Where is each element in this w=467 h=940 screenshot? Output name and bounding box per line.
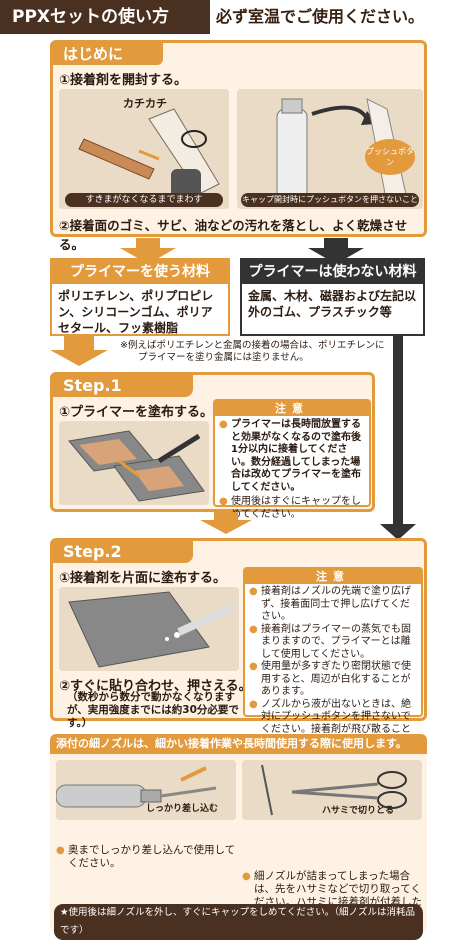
nozzle-insert-drawing xyxy=(56,760,236,820)
nozzle-section: 添付の細ノズルは、細かい接着作業や長時間使用する際に使用します。 しっかり差し込… xyxy=(50,734,427,940)
step2-note-3: 使用量が多すぎたり密閉状態で使用すると、周辺が白化することがあります。 xyxy=(249,661,417,699)
caption-right: キャップ開封時にプッシュボタンを押さないこと xyxy=(241,193,419,207)
scissors-label: ハサミで切りとる xyxy=(322,806,395,816)
materials-footnote: ※例えばポリエチレンと金属の接着の場合は、ポリエチレンに プライマーを塗り金属に… xyxy=(120,340,390,364)
adhesive-illustration xyxy=(59,587,239,671)
primer-illustration xyxy=(59,421,209,505)
intro-step2: ②接着面のゴミ、サビ、油などの汚れを落とし、よく乾燥させる。 xyxy=(59,218,408,252)
arrow-to-step1 xyxy=(50,336,108,366)
no-primer-materials-body: 金属、木材、磁器および左記以外のゴム、プラスチック等 xyxy=(248,289,417,319)
insert-label: しっかり差し込む xyxy=(146,804,219,814)
footnote-line2: プライマーを塗り金属には塗りません。 xyxy=(138,352,309,363)
arrow-to-step2 xyxy=(200,512,252,534)
step1-note-1: プライマーは長時間放置すると効果がなくなるので塗布後1分以内に接着してください。… xyxy=(219,419,365,494)
skip-step1-arrow xyxy=(393,336,403,526)
no-primer-materials-box: プライマーは使わない材料 金属、木材、磁器および左記以外のゴム、プラスチック等 xyxy=(240,258,425,336)
kachikachi-label: カチカチ xyxy=(123,97,167,110)
intro-step1: ①接着剤を開封する。 xyxy=(59,73,188,88)
nozzle-left-note: 奥までしっかり差し込んで使用してください。 xyxy=(56,844,236,870)
intro-title: はじめに xyxy=(53,43,163,65)
page-subtitle: 必ず室温でご使用ください。 xyxy=(216,7,425,26)
open-cap-illustration: カチカチ xyxy=(59,89,229,209)
push-button-badge: プッシュボタン xyxy=(365,139,415,175)
step1-section: Step.1 ①プライマーを塗布する。 注意 プライマーは長時間放置すると効果が… xyxy=(50,372,375,520)
push-button-illustration: プッシュボタン xyxy=(237,89,423,209)
primer-materials-title: プライマーを使う材料 xyxy=(52,260,228,284)
primer-materials-body: ポリエチレン、ポリプロピレン、シリコーンゴム、ポリアセタール、フッ素樹脂 xyxy=(58,289,214,335)
step2-section: Step.2 ①接着剤を片面に塗布する。 ②すぐに貼り合わせ、押さえる。 （数秒… xyxy=(50,538,427,747)
nozzle-title: 添付の細ノズルは、細かい接着作業や長時間使用する際に使用します。 xyxy=(50,734,427,754)
push-button-label: プッシュボタン xyxy=(366,147,414,167)
nozzle-insert-illustration: しっかり差し込む xyxy=(56,760,236,820)
scissors-drawing xyxy=(242,760,422,820)
step2-instruction2: ②すぐに貼り合わせ、押さえる。 xyxy=(59,679,252,694)
skip-step1-arrowhead xyxy=(380,524,416,540)
step2-note-title: 注意 xyxy=(245,569,421,584)
step1-note-title: 注意 xyxy=(215,401,369,416)
no-primer-materials-title: プライマーは使わない材料 xyxy=(242,260,423,284)
footnote-line1: ※例えばポリエチレンと金属の接着の場合は、ポリエチレンに xyxy=(120,340,385,351)
step2-note-box: 注意 接着剤はノズルの先端で塗り広げず、接着面同士で押し広げてください。 接着剤… xyxy=(243,567,423,747)
page-title: PPXセットの使い方 xyxy=(0,0,210,34)
step1-title: Step.1 xyxy=(53,375,193,397)
primer-apply-illustration xyxy=(59,421,209,505)
step1-note-box: 注意 プライマーは長時間放置すると効果がなくなるので塗布後1分以内に接着してくだ… xyxy=(213,399,371,520)
step1-instruction: ①プライマーを塗布する。 xyxy=(59,405,214,420)
header: PPXセットの使い方 必ず室温でご使用ください。 xyxy=(0,0,467,34)
caption-left: すきまがなくなるまでまわす xyxy=(65,193,223,207)
step1-note-2: 使用後はすぐにキャップをしめてください。 xyxy=(219,496,365,521)
step2-note-1: 接着剤はノズルの先端で塗り広げず、接着面同士で押し広げてください。 xyxy=(249,586,417,624)
step2-instruction2-sub: （数秒から数分で動かなくなりますが、実用強度までには約30分必要です。） xyxy=(67,691,239,729)
intro-section: はじめに ①接着剤を開封する。 カチカチ すきまがなくなるまでまわす プッシュボ… xyxy=(50,40,427,252)
step2-instruction1: ①接着剤を片面に塗布する。 xyxy=(59,571,227,586)
primer-materials-box: プライマーを使う材料 ポリエチレン、ポリプロピレン、シリコーンゴム、ポリアセター… xyxy=(50,258,230,336)
nozzle-footer: ★使用後は細ノズルを外し、すぐにキャップをしめてください。（細ノズルは消耗品です… xyxy=(54,904,423,940)
step2-title: Step.2 xyxy=(53,541,193,563)
apply-adhesive-illustration xyxy=(59,587,239,671)
step2-note-2: 接着剤はプライマーの蒸気でも固まりますので、プライマーとは離して使用してください… xyxy=(249,624,417,662)
twist-cap-illustration xyxy=(59,89,229,209)
scissors-illustration: ハサミで切りとる xyxy=(242,760,422,820)
